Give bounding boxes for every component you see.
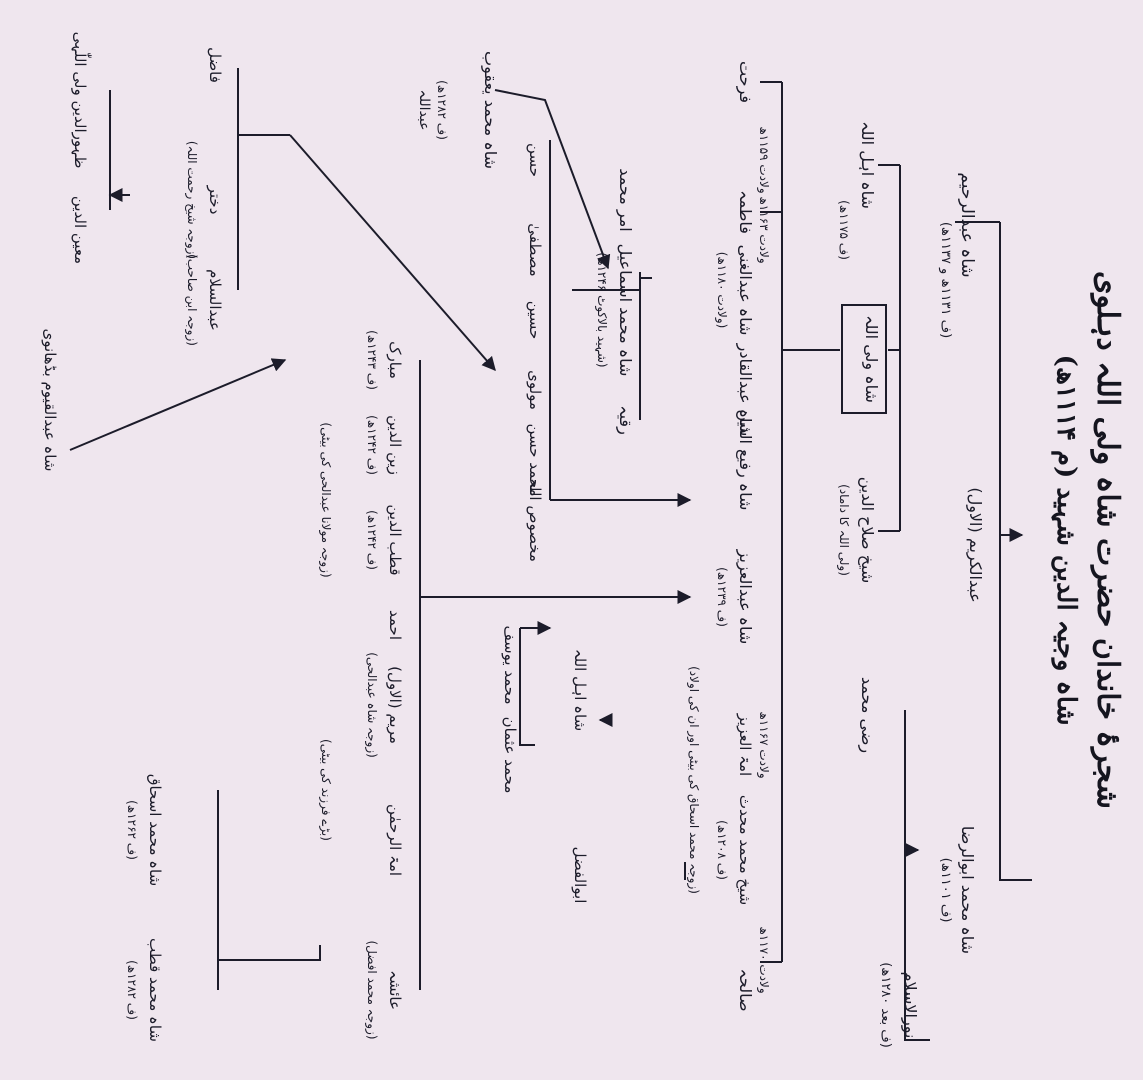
node-shah-yaqub: شاہ محمد یعقوب (480, 51, 500, 169)
node-maryam-note: (زوجہ شاہ عبدالحی) (364, 652, 379, 758)
node-salahuddin: شیخ صلاح الدین (857, 477, 877, 584)
node-abdulaziz: شاہ عبدالعزیز (735, 549, 755, 645)
node-amatulaziz: امۃ العزیز (736, 713, 754, 776)
node-wiladat2: ولادت ۱۱۶۳ھ (756, 196, 771, 263)
node-abulraza: شاہ محمد ابوالرضا (957, 826, 977, 954)
node-zainuddin-date: (ف ۱۲۴۲ھ) (365, 415, 379, 475)
node-mukhsus: مخصوص اللہ (526, 478, 544, 562)
node-wiladat4: ولادت ۱۱۷۰ھ (756, 926, 771, 993)
node-shah-ishaq-date: (ف ۱۲۶۲ھ) (125, 800, 139, 860)
node-hamid-yusuf: محمد یوسف (501, 625, 519, 704)
node-mubarak: مبارک (386, 341, 404, 379)
node-zainuddin: زین الدین (386, 415, 404, 475)
node-abulfazl: ابوالفضل (571, 847, 589, 904)
node-abdulhai-branch: (بڑے فرزند کی بیٹی) (318, 739, 333, 841)
node-moulvi: مولوی (526, 370, 544, 410)
node-amatullah: امۃ الرحمٰن (386, 804, 404, 876)
node-abdul: عبداللہ (416, 90, 432, 131)
connector-lines (69, 68, 1032, 1041)
node-muinuddin: معین الدین (71, 196, 89, 264)
node-saleh: صالحہ (736, 968, 755, 1011)
node-abdussalam-note: (زوجہ ابن صاحب) (184, 254, 199, 346)
node-umar: امر محمد (615, 168, 635, 231)
node-mustafa: مصطفیٰ (526, 223, 544, 276)
node-noor: نورالاسلام (900, 972, 920, 1039)
node-shaikh-ahmad: شیخ محمد محدث (736, 795, 754, 905)
node-ayesha: عائشہ (386, 970, 404, 1010)
node-shah-abdulqayyum: شاہ عبدالقیوم بڈھانوی (41, 329, 59, 472)
node-shahullah: شاہ اہل اللہ (858, 121, 877, 209)
node-salahuddin-note: (ولی اللہ کا داماد) (836, 484, 851, 576)
node-rafiuddin: شاہ رفیع الدین (735, 410, 755, 511)
node-abdurrahim: شاہ عبدالرحیم (957, 172, 977, 277)
node-shah-muhammad-qutb-date: (ف ۱۲۸۲ھ) (125, 960, 139, 1020)
node-wiladat1: ولادت ۱۱۵۹ھ (756, 126, 771, 193)
node-farhat: فرحت (735, 61, 755, 103)
node-abdussalam: عبدالسلام (206, 269, 224, 331)
node-qutbuddin: قطب الدین (386, 504, 404, 575)
node-note-long: (زوجہ محمد اسحاق کی بیٹی اور ان کی اولاد… (686, 666, 701, 894)
node-maryam: مریم (الاول) (386, 666, 404, 744)
node-abdulqadir: شاہ عبدالقادر (735, 343, 755, 437)
node-zahuruddin: ظہورالدین ولی اللّٰہی (71, 32, 92, 169)
node-abulraza-date: (ف ۱۱۰۱ھ) (938, 858, 953, 923)
tree-subtitle: شاہ وجیہ الدین شہید (م ۱۱۱۴ھ) (1051, 355, 1081, 726)
node-noor-date: (ف بعد ۱۲۸۰ھ) (878, 962, 893, 1048)
node-waliullah: شاہ ولی اللہ (861, 315, 881, 403)
node-hamid: شاہ اہل اللہ (571, 649, 589, 731)
node-qutbuddin-date: (ف ۱۲۴۲ھ) (365, 510, 379, 570)
node-shah-muhammad-qutb: شاہ محمد قطب (146, 938, 164, 1042)
node-shah-yaqub-date: (ف ۱۲۸۲ھ) (435, 80, 449, 140)
node-nasir: محمد حسن (526, 423, 544, 496)
node-dukhtar: دختر (206, 185, 224, 215)
node-ahmad: احمد (386, 610, 404, 640)
node-ayesha-note: (زوجہ محمد افضل) (364, 940, 379, 1039)
node-razi: رضی محمد (857, 677, 877, 753)
highlight-box (841, 304, 887, 414)
node-wiladat3: ولادت ۱۱۶۷ھ (756, 711, 771, 778)
node-fazil: فاضل (206, 47, 224, 83)
node-abdulghani-note: (ولادت ۱۱۸۰ھ) (714, 252, 729, 329)
node-shaikh-ahmad-date: (ف ۱۲۰۸ھ) (715, 820, 729, 880)
node-abdurrahim-date: (ف ۱۱۳۱ھ و ۱۱۳۷ھ) (938, 222, 953, 338)
node-rafiq: رقیہ (615, 405, 635, 435)
node-hasan: حسن (526, 143, 544, 177)
node-hamid-usman: محمد عثمان (501, 717, 519, 794)
tree-title: شجرۂ خاندان حضرت شاہ ولی اللہ دہلوی (1090, 271, 1125, 809)
node-abdulkarim: عبدالکریم (الاول) (965, 487, 985, 602)
node-fatima: فاطمہ (736, 190, 755, 234)
node-shahullah-date: (ف ۱۱۷۵ھ) (837, 200, 851, 260)
node-abdulaziz-date: (ف ۱۲۳۹ھ) (715, 567, 729, 627)
node-mubarak-date: (ف ۱۲۴۳ھ) (365, 330, 379, 390)
node-hussain: حسین (526, 301, 544, 340)
node-shah-ismail: شاہ محمد اسماعیل (616, 244, 635, 377)
node-amatullah-note: (زوجہ مولانا عبدالحی کی بیٹی) (318, 422, 333, 577)
node-shah-ishaq: شاہ محمد اسحاق (146, 774, 164, 886)
node-abdulghani: شاہ عبدالغنی (736, 245, 755, 336)
node-dukhtar-note: (زوجہ شیخ رحمت اللہ) (184, 141, 199, 259)
node-shah-ismail-date: (شہید بالاکوٹ ۱۲۴۶ھ) (594, 252, 609, 367)
